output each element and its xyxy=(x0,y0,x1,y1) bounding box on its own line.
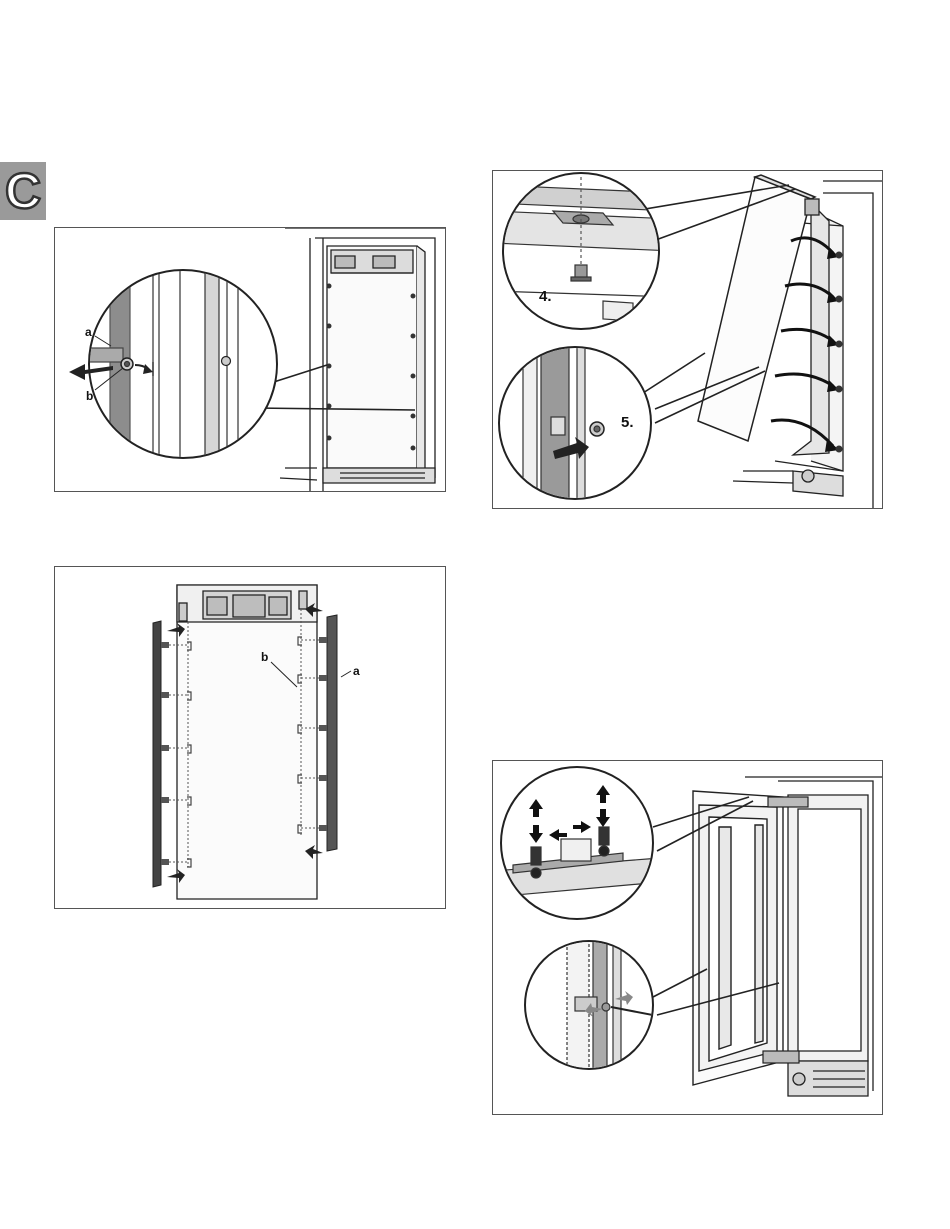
figure-2-drawing: b a xyxy=(55,567,445,908)
appliance-cabinet xyxy=(280,228,445,491)
step-4-label: 4. xyxy=(539,288,552,305)
figure-3-drawing: 4. 5. xyxy=(493,171,882,508)
detail-magnifier-step-4: 4. xyxy=(493,171,673,329)
figure-1-remove-rail-screws: a b xyxy=(54,227,446,492)
open-door xyxy=(693,791,783,1085)
hinge-icon xyxy=(805,199,819,215)
figure-4-drawing xyxy=(493,761,882,1114)
detail-magnifier: a b xyxy=(69,268,277,468)
detail-magnifier-height-adjust xyxy=(493,767,673,919)
figure-1-drawing: a b xyxy=(55,228,445,491)
figure-3-mount-door-panel: 4. 5. xyxy=(492,170,883,509)
section-letter-graphic: C xyxy=(0,162,46,220)
label-a: a xyxy=(85,325,92,339)
door-panel xyxy=(177,585,317,899)
right-rail xyxy=(319,615,337,851)
figure-2-attach-rails-to-panel: b a xyxy=(54,566,446,909)
section-tab: C xyxy=(0,162,46,220)
detail-magnifier-side-adjust xyxy=(525,941,663,1071)
figure-4-adjust-door xyxy=(492,760,883,1115)
left-rail xyxy=(153,621,169,887)
label-b: b xyxy=(261,650,268,664)
label-a: a xyxy=(353,664,360,678)
label-b: b xyxy=(86,389,93,403)
step-5-label: 5. xyxy=(621,414,634,431)
detail-magnifier-step-5: 5. xyxy=(499,341,651,508)
door-panel xyxy=(698,175,815,441)
section-letter: C xyxy=(5,163,41,219)
screw-icon xyxy=(222,357,231,366)
